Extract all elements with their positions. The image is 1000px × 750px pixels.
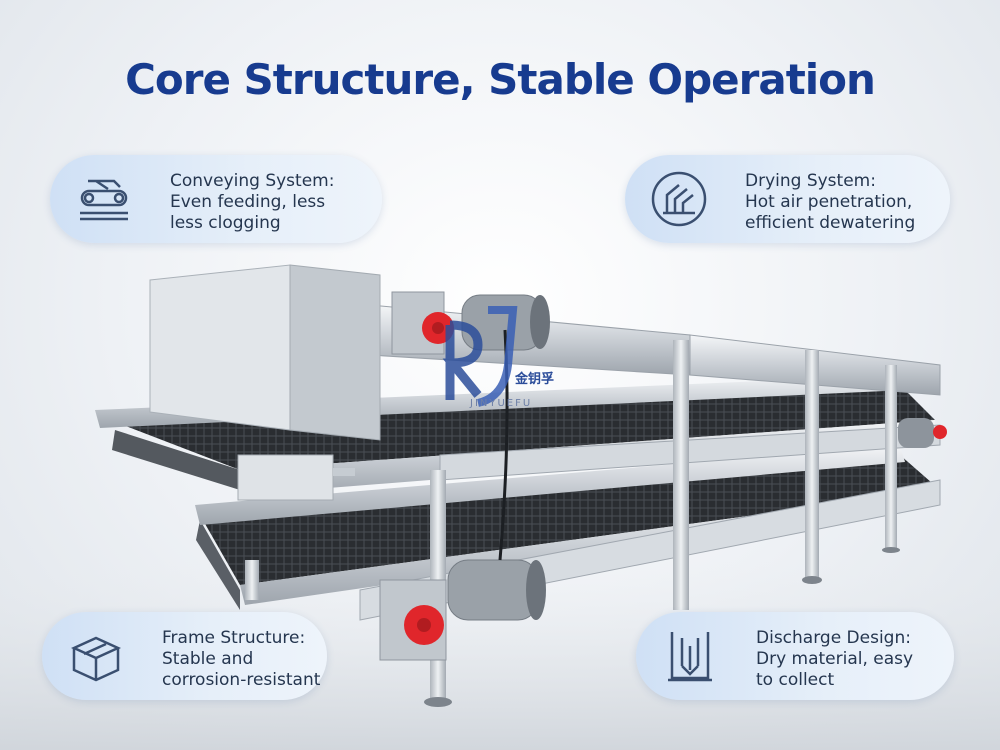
card-line: Stable and: [162, 649, 254, 669]
feature-card-discharge: Discharge Design: Dry material, easy to …: [636, 612, 954, 700]
card-line: efficient dewatering: [745, 213, 916, 233]
conveyor-icon: [80, 179, 128, 221]
hot-air-icon: [651, 171, 707, 227]
upper-drive-motor: [391, 291, 550, 355]
card-line: to collect: [756, 670, 835, 690]
feature-card-conveying: Conveying System: Even feeding, less les…: [50, 155, 382, 243]
card-line: Frame Structure:: [162, 628, 306, 648]
card-line: Discharge Design:: [756, 628, 911, 648]
card-line: Drying System:: [745, 171, 876, 191]
page-title: Core Structure, Stable Operation: [125, 55, 876, 104]
brand-watermark: [442, 306, 518, 407]
brand-watermark-sub: JINYUEFU: [470, 398, 533, 409]
discharge-icon: [668, 632, 712, 682]
card-line: Even feeding, less: [170, 192, 326, 212]
right-drive-motor: [898, 418, 947, 448]
card-line: Conveying System:: [170, 171, 335, 191]
frame-box-icon: [70, 636, 122, 682]
card-line: Hot air penetration,: [745, 192, 913, 212]
brand-watermark-name: 金钥孚: [515, 372, 555, 387]
feed-hood: [149, 264, 381, 501]
lower-drive-motor: [379, 559, 546, 661]
card-line: corrosion-resistant: [162, 670, 321, 690]
card-line: Dry material, easy: [756, 649, 914, 669]
feature-card-frame: Frame Structure: Stable and corrosion-re…: [42, 612, 327, 700]
feature-card-drying: Drying System: Hot air penetration, effi…: [625, 155, 950, 243]
card-line: less clogging: [170, 213, 281, 233]
